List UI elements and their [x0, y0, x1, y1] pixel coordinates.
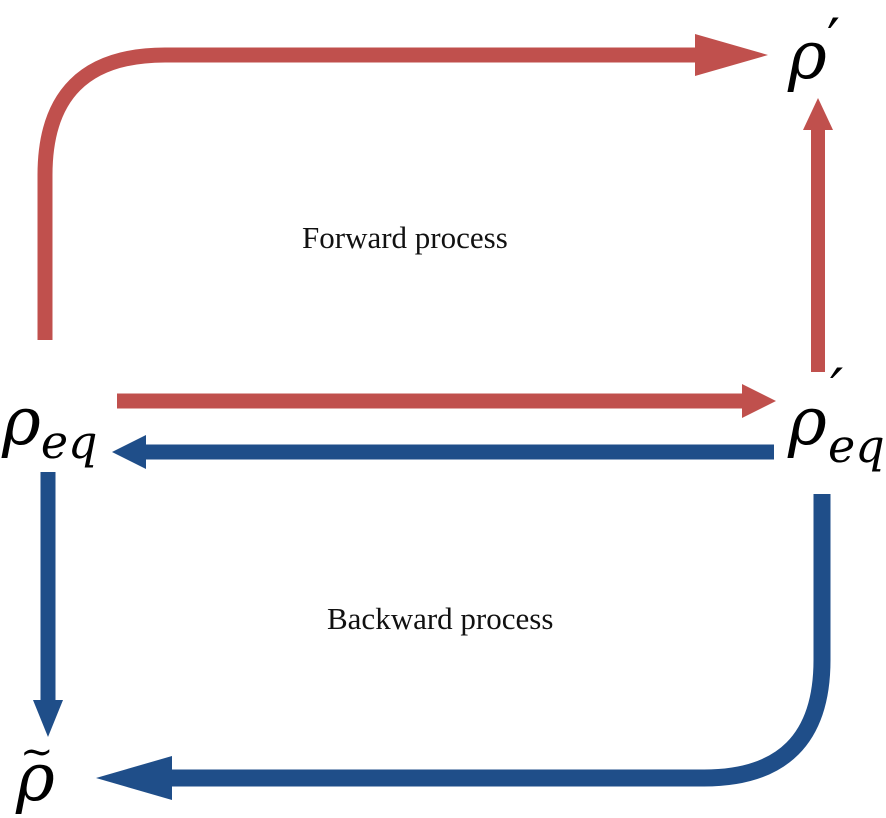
rho-tilde-accent: ~ — [20, 729, 54, 775]
backward-loop-arrowhead — [96, 756, 172, 800]
node-rho-tilde: ~ ρ — [15, 729, 55, 816]
forward-loop-arrowhead — [695, 34, 768, 76]
rho-eq-prime-rho: ρ — [787, 383, 827, 460]
forward-vertical-arrowhead — [803, 98, 833, 130]
node-rho-eq: ρeq — [1, 383, 97, 469]
forward-arrows — [37, 34, 833, 418]
rho-tilde-symbol: ρ — [15, 739, 55, 816]
rho-eq-subscript: eq — [41, 415, 98, 469]
backward-middle-arrowhead — [112, 435, 146, 469]
node-rho-eq-prime: ρ ′ eq — [787, 356, 885, 473]
rho-eq-prime-subscript: eq — [828, 419, 885, 473]
backward-vertical-arrowhead — [33, 700, 63, 737]
forward-process-label: Forward process — [302, 220, 508, 255]
rho-prime-rho: ρ — [787, 17, 827, 94]
backward-process-label: Backward process — [327, 601, 553, 636]
rho-prime-mark: ′ — [827, 6, 840, 74]
node-rho-prime: ρ′ — [787, 6, 840, 94]
rho-eq-prime-mark: ′ — [830, 356, 843, 424]
rho-eq-symbol: ρeq — [1, 383, 97, 469]
forward-middle-arrowhead — [742, 384, 776, 418]
backward-loop-arrow-shaft — [165, 494, 831, 787]
rho-prime-symbol: ρ′ — [787, 6, 840, 94]
rho-eq-rho: ρ — [1, 383, 41, 460]
backward-arrows — [33, 435, 831, 800]
forward-loop-arrow-shaft — [37, 47, 700, 340]
rho-eq-prime-symbol: ρ — [787, 383, 827, 460]
